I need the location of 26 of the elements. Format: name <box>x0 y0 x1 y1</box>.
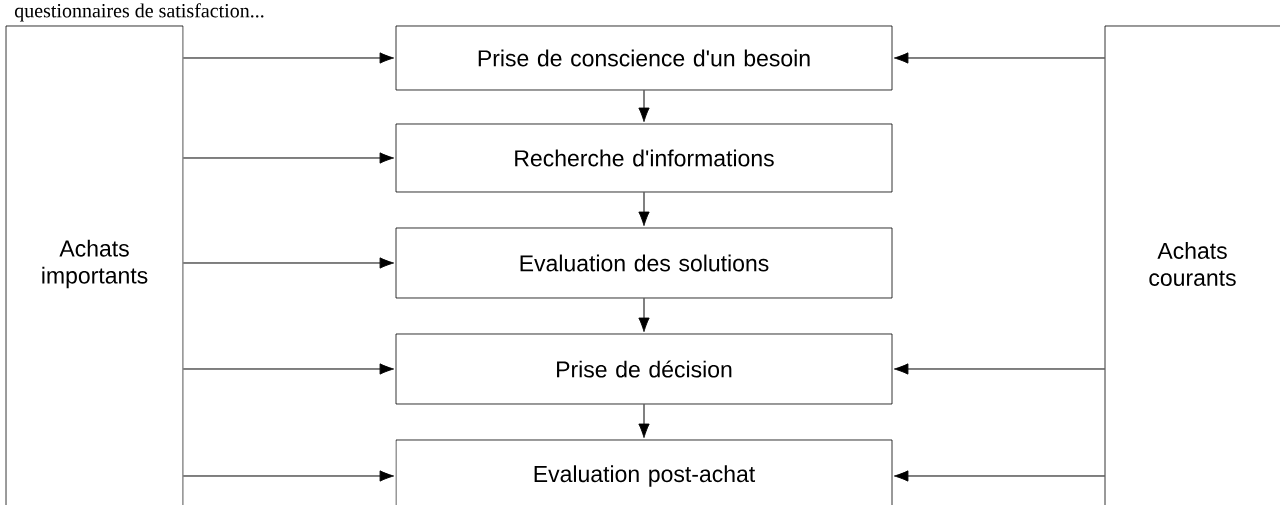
step-label: Recherche d'informations <box>515 149 774 167</box>
process-box <box>395 25 893 91</box>
arrow <box>182 363 395 375</box>
process-box <box>395 123 893 193</box>
step-label: Prise de conscience d'un besoin <box>478 49 810 67</box>
process-box <box>395 439 893 505</box>
process-box <box>395 227 893 299</box>
arrow <box>638 191 650 227</box>
category-box <box>1104 25 1280 505</box>
arrow <box>893 363 1106 375</box>
category-box <box>5 25 184 505</box>
arrow <box>638 89 650 123</box>
arrow <box>893 470 1106 482</box>
arrow <box>182 152 395 164</box>
step-label: Evaluation post-achat <box>534 465 756 487</box>
arrow <box>182 52 395 64</box>
category-label: Achats importants <box>42 239 148 289</box>
arrow <box>182 257 395 269</box>
arrow <box>893 52 1106 64</box>
category-label: Achats courants <box>1149 242 1236 286</box>
process-box <box>395 333 893 405</box>
arrow <box>182 470 395 482</box>
step-label: Prise de décision <box>557 360 732 378</box>
step-label: Evaluation des solutions <box>520 254 769 272</box>
arrow <box>638 403 650 439</box>
arrow <box>638 297 650 333</box>
